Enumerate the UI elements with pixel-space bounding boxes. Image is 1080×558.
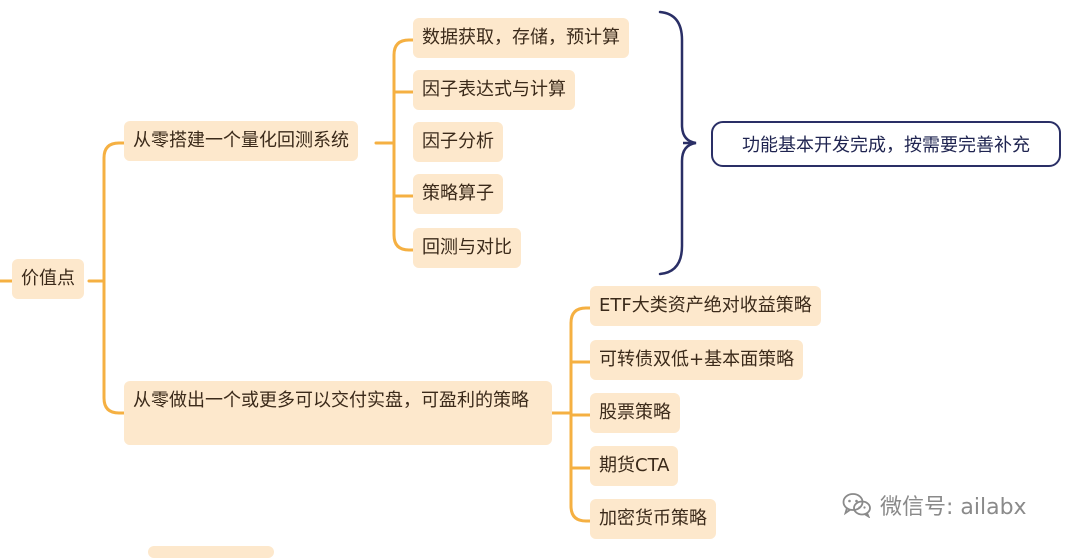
leaf-node-crypto-strategy[interactable]: 加密货币策略 xyxy=(590,499,716,539)
summary-brace xyxy=(658,10,697,276)
leaf-node-factor-analysis[interactable]: 因子分析 xyxy=(413,122,503,162)
watermark-text: 微信号: ailabx xyxy=(880,495,1027,520)
leaf-node-data[interactable]: 数据获取，存储，预计算 xyxy=(413,18,629,58)
branch1-children-spine xyxy=(392,38,415,252)
summary-label: 功能基本开发完成，按需要完善补充 xyxy=(742,135,1030,156)
branch-node-live-strategy[interactable]: 从零做出一个或更多可以交付实盘，可盈利的策略 xyxy=(124,381,552,445)
leaf-node-strategy-operator[interactable]: 策略算子 xyxy=(413,174,503,214)
leaf-node-etf-strategy[interactable]: ETF大类资产绝对收益策略 xyxy=(590,286,821,326)
partial-next-node xyxy=(148,546,274,558)
leaf-node-stock-strategy[interactable]: 股票策略 xyxy=(590,393,680,433)
branch2-children-spine xyxy=(569,306,592,523)
summary-node[interactable]: 功能基本开发完成，按需要完善补充 xyxy=(711,121,1061,167)
branch-node-backtest-system[interactable]: 从零搭建一个量化回测系统 xyxy=(124,121,358,161)
leaf-node-futures-cta[interactable]: 期货CTA xyxy=(590,446,679,486)
branch-spine-line xyxy=(102,141,126,415)
wechat-icon xyxy=(842,492,872,518)
root-node[interactable]: 价值点 xyxy=(12,259,84,299)
leaf-node-backtest-compare[interactable]: 回测与对比 xyxy=(413,228,521,268)
leaf-node-factor-expression[interactable]: 因子表达式与计算 xyxy=(413,70,575,110)
leaf-node-convertible-bond-strategy[interactable]: 可转债双低+基本面策略 xyxy=(590,340,804,380)
watermark: 微信号: ailabx xyxy=(842,489,1027,521)
